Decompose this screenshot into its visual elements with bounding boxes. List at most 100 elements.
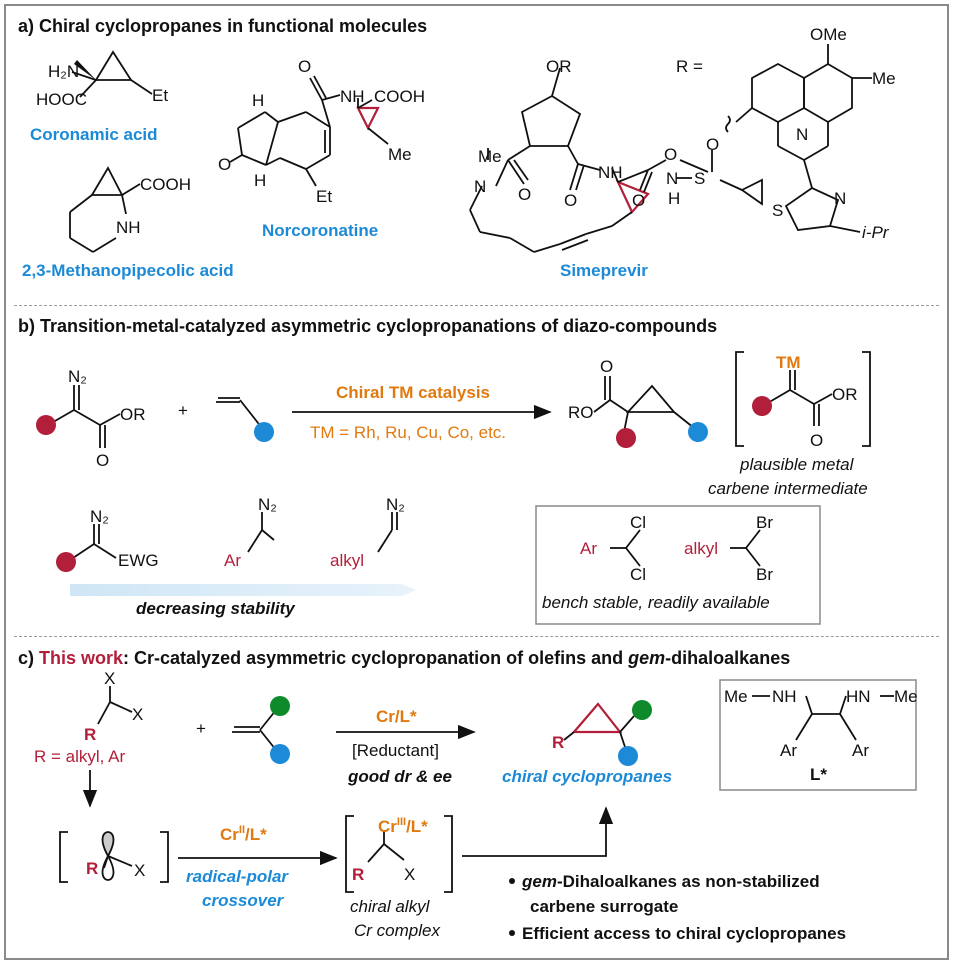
simeprevir-nh1: NH bbox=[598, 163, 623, 182]
simeprevir-structure bbox=[469, 67, 763, 253]
stability-n2a: N₂ bbox=[90, 507, 109, 526]
ligand-label: L* bbox=[810, 765, 827, 784]
intermediate-tm: TM bbox=[776, 353, 801, 372]
simeprevir-h: H bbox=[668, 189, 680, 208]
norcoronatine-o-amide: O bbox=[298, 57, 311, 76]
intermediate-caption-2: carbene intermediate bbox=[708, 479, 868, 498]
intermediate-caption-1: plausible metal bbox=[739, 455, 855, 474]
complex-x: X bbox=[404, 865, 415, 884]
simeprevir-o-s2: O bbox=[706, 135, 719, 154]
bullet-1-dot bbox=[509, 878, 515, 884]
simeprevir-o3: O bbox=[632, 191, 645, 210]
norcoronatine-h-top: H bbox=[252, 91, 264, 110]
decreasing-stability-label: decreasing stability bbox=[136, 599, 296, 618]
section-a-title: a) Chiral cyclopropanes in functional mo… bbox=[18, 16, 428, 36]
box-alkyl: alkyl bbox=[684, 539, 718, 558]
dihaloalkane-box bbox=[535, 505, 821, 625]
simeprevir-o1: O bbox=[518, 185, 531, 204]
r-group-ome: OMe bbox=[810, 25, 847, 44]
ligand-ar1: Ar bbox=[780, 741, 797, 760]
diazo-ester-structure bbox=[36, 385, 121, 448]
dihalo-x2: X bbox=[132, 705, 143, 724]
norcoronatine-et: Et bbox=[316, 187, 332, 206]
alkyl-chromium-complex-structure bbox=[345, 815, 453, 893]
simeprevir-s: S bbox=[694, 169, 705, 188]
simeprevir-me: Me bbox=[478, 147, 502, 166]
complex-caption-1: chiral alkyl bbox=[350, 897, 431, 916]
intermediate-or: OR bbox=[832, 385, 858, 404]
methanopipecolic-structure bbox=[69, 166, 141, 253]
coronamic-cooh: HOOC bbox=[36, 90, 87, 109]
ligand-box bbox=[719, 679, 917, 791]
section-b-arrow-top: Chiral TM catalysis bbox=[336, 383, 490, 402]
stability-n2c: N₂ bbox=[386, 495, 405, 514]
r-group-n2: N bbox=[834, 189, 846, 208]
stability-ar: Ar bbox=[224, 551, 241, 570]
section-c-arrow-bottom: good dr & ee bbox=[347, 767, 452, 786]
norcoronatine-h-bottom: H bbox=[254, 171, 266, 190]
section-c-plus: + bbox=[196, 719, 206, 738]
dihalo-x1: X bbox=[104, 669, 115, 688]
figure-frame bbox=[4, 4, 949, 960]
r-group-n: N bbox=[796, 125, 808, 144]
complex-r: R bbox=[352, 865, 364, 884]
ligand-me2: Me bbox=[894, 687, 918, 706]
coronamic-acid-structure bbox=[71, 50, 153, 98]
methanopipecolic-nh: NH bbox=[116, 218, 141, 237]
coronamic-acid-label: Coronamic acid bbox=[30, 125, 158, 144]
norcoronatine-nh: NH bbox=[340, 87, 365, 106]
gem-disubstituted-olefin-structure bbox=[232, 696, 290, 764]
return-arrow bbox=[462, 806, 614, 857]
radical-x: X bbox=[134, 861, 145, 880]
olefin-structure bbox=[216, 397, 274, 442]
norcoronatine-label: Norcoronatine bbox=[262, 221, 378, 240]
section-b-product-o: O bbox=[600, 357, 613, 376]
ligand-hn2: HN bbox=[846, 687, 871, 706]
section-c-arrow-mid: [Reductant] bbox=[352, 741, 439, 760]
coronamic-nh2: H₂N bbox=[48, 62, 79, 81]
r-group-ipr: i-Pr bbox=[862, 223, 890, 242]
box-br1: Br bbox=[756, 513, 773, 532]
bullet-1: gem-Dihaloalkanes as non-stabilized bbox=[521, 872, 820, 891]
bullet-2: Efficient access to chiral cyclopropanes bbox=[522, 924, 846, 943]
dibromo-structure bbox=[730, 529, 761, 567]
stability-ewg: EWG bbox=[118, 551, 159, 570]
methanopipecolic-cooh: COOH bbox=[140, 175, 191, 194]
dichloro-structure bbox=[610, 529, 641, 567]
diazo-or: OR bbox=[120, 405, 146, 424]
product-r: R bbox=[552, 733, 564, 752]
box-cl2: Cl bbox=[630, 565, 646, 584]
arrow2-radical-polar: radical-polar bbox=[186, 867, 289, 886]
bullet-2-dot bbox=[509, 930, 515, 936]
complex-caption-2: Cr complex bbox=[354, 921, 440, 940]
separator-bc bbox=[14, 636, 939, 637]
norcoronatine-o: O bbox=[218, 155, 231, 174]
box-ar: Ar bbox=[580, 539, 597, 558]
box-caption: bench stable, readily available bbox=[542, 593, 770, 612]
section-c-title: c) This work: Cr-catalyzed asymmetric cy… bbox=[18, 648, 791, 668]
norcoronatine-structure bbox=[229, 75, 389, 187]
section-b-plus: + bbox=[178, 401, 188, 420]
radical-intermediate-structure bbox=[59, 831, 169, 883]
ligand-ar2: Ar bbox=[852, 741, 869, 760]
arrow2-crossover: crossover bbox=[202, 891, 285, 910]
complex-cr: CrIII/L* bbox=[378, 816, 428, 836]
norcoronatine-cooh: COOH bbox=[374, 87, 425, 106]
r-group-me: Me bbox=[872, 69, 896, 88]
diazo-o: O bbox=[96, 451, 109, 470]
r-group-label: R = bbox=[676, 57, 703, 76]
radical-r: R bbox=[86, 859, 98, 878]
gem-dihaloalkane-structure bbox=[97, 686, 133, 725]
box-cl1: Cl bbox=[630, 513, 646, 532]
bullet-1-line-2: carbene surrogate bbox=[530, 897, 678, 916]
dihalo-r: R bbox=[84, 725, 96, 744]
norcoronatine-me: Me bbox=[388, 145, 412, 164]
stabilized-diazo-structure bbox=[56, 524, 117, 572]
coronamic-et: Et bbox=[152, 86, 168, 105]
aryl-diazo-structure bbox=[247, 512, 275, 553]
section-b-product-ro: RO bbox=[568, 403, 594, 422]
stability-alkyl: alkyl bbox=[330, 551, 364, 570]
dihalo-r-definition: R = alkyl, Ar bbox=[34, 747, 126, 766]
section-b-arrow-bottom: TM = Rh, Ru, Cu, Co, etc. bbox=[310, 423, 506, 442]
